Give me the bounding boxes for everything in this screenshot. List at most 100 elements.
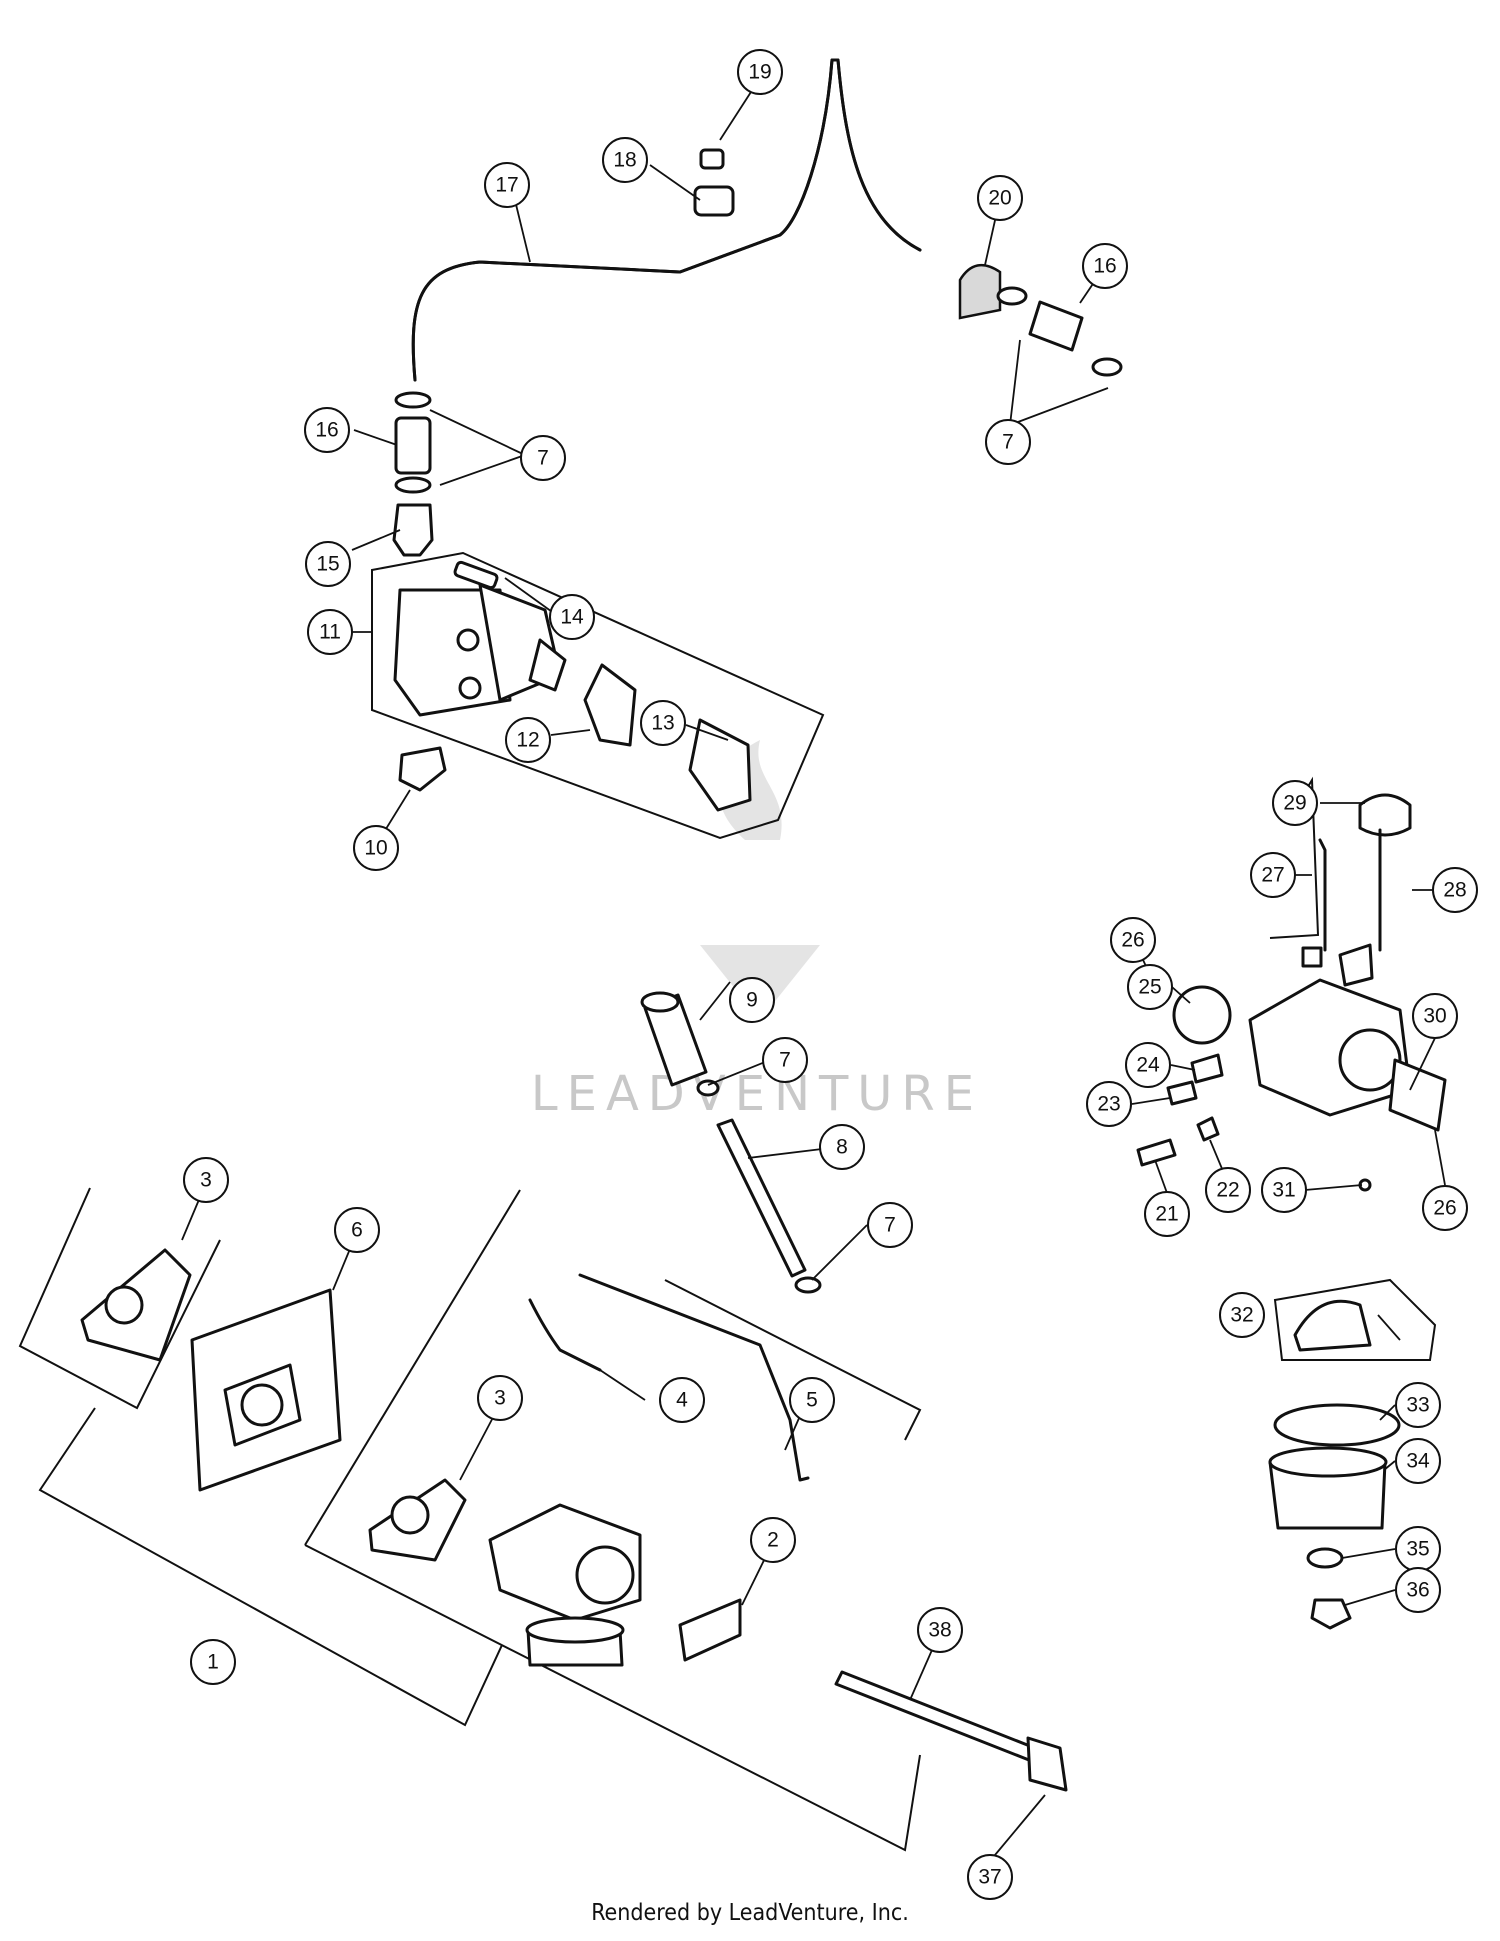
svg-text:26: 26: [1433, 1197, 1456, 1220]
callout-7: 7: [867, 1202, 913, 1248]
callout-38: 38: [917, 1607, 963, 1653]
svg-text:25: 25: [1138, 976, 1161, 999]
callout-37: 37: [967, 1854, 1013, 1900]
callout-1: 1: [190, 1639, 236, 1685]
watermark-text: LEADVENTURE: [531, 1066, 983, 1122]
callout-16: 16: [1082, 243, 1128, 289]
callout-32: 32: [1219, 1292, 1265, 1338]
svg-text:5: 5: [806, 1389, 818, 1412]
callout-17: 17: [484, 162, 530, 208]
callout-36: 36: [1395, 1567, 1441, 1613]
svg-text:18: 18: [613, 149, 636, 172]
callout-12: 12: [505, 717, 551, 763]
callout-7: 7: [985, 419, 1031, 465]
gaskets-and-spacer: [80, 1248, 467, 1562]
callout-29: 29: [1272, 780, 1318, 826]
fuel-pump-assembly: [371, 551, 825, 840]
svg-text:35: 35: [1406, 1538, 1429, 1561]
svg-text:26: 26: [1121, 929, 1144, 952]
callout-3: 3: [477, 1375, 523, 1421]
svg-text:9: 9: [746, 989, 758, 1012]
svg-text:22: 22: [1216, 1179, 1239, 1202]
svg-text:14: 14: [560, 606, 584, 629]
svg-text:6: 6: [351, 1219, 363, 1242]
svg-text:12: 12: [516, 729, 539, 752]
svg-text:33: 33: [1406, 1394, 1429, 1417]
svg-text:37: 37: [978, 1866, 1001, 1889]
svg-text:21: 21: [1155, 1203, 1178, 1226]
svg-text:38: 38: [928, 1619, 951, 1642]
callout-25: 25: [1127, 964, 1173, 1010]
callout-35: 35: [1395, 1526, 1441, 1572]
callout-21: 21: [1144, 1191, 1190, 1237]
svg-text:16: 16: [1093, 255, 1116, 278]
render-credit: Rendered by LeadVenture, Inc.: [591, 1900, 909, 1926]
svg-text:10: 10: [364, 837, 387, 860]
svg-text:28: 28: [1443, 879, 1466, 902]
svg-text:27: 27: [1261, 864, 1284, 887]
callout-8: 8: [819, 1124, 865, 1170]
callout-5: 5: [789, 1377, 835, 1423]
svg-text:8: 8: [836, 1136, 848, 1159]
svg-text:29: 29: [1283, 792, 1306, 815]
callout-7: 7: [762, 1037, 808, 1083]
svg-text:31: 31: [1272, 1179, 1295, 1202]
callout-33: 33: [1395, 1382, 1441, 1428]
callout-11: 11: [307, 609, 353, 655]
callout-3: 3: [183, 1157, 229, 1203]
callout-23: 23: [1086, 1081, 1132, 1127]
svg-text:32: 32: [1230, 1304, 1253, 1327]
callout-22: 22: [1205, 1167, 1251, 1213]
callout-26: 26: [1422, 1185, 1468, 1231]
callout-27: 27: [1250, 852, 1296, 898]
carburetor-exploded-right: [1136, 776, 1447, 1192]
svg-text:2: 2: [767, 1529, 779, 1552]
fuel-line-assembly: [392, 58, 1123, 557]
callout-9: 9: [729, 977, 775, 1023]
callout-14: 14: [549, 594, 595, 640]
svg-text:34: 34: [1406, 1450, 1430, 1473]
callout-10: 10: [353, 825, 399, 871]
svg-text:23: 23: [1097, 1093, 1120, 1116]
callout-19: 19: [737, 49, 783, 95]
svg-text:36: 36: [1406, 1579, 1429, 1602]
svg-text:11: 11: [319, 621, 341, 644]
svg-text:17: 17: [495, 174, 518, 197]
callout-20: 20: [977, 175, 1023, 221]
svg-text:24: 24: [1136, 1054, 1160, 1077]
mounting-bolt: [834, 1670, 1068, 1792]
svg-text:7: 7: [779, 1049, 791, 1072]
float-bowl-group: [1268, 1278, 1437, 1630]
fuel-filter-assembly: [640, 991, 822, 1294]
carburetor-kit-outline: [18, 1187, 922, 1852]
svg-text:20: 20: [988, 187, 1011, 210]
svg-text:19: 19: [748, 61, 771, 84]
callout-4: 4: [659, 1377, 705, 1423]
svg-text:1: 1: [207, 1651, 219, 1674]
callout-34: 34: [1395, 1438, 1441, 1484]
leader-lines: [181, 77, 1446, 1856]
callout-26: 26: [1110, 917, 1156, 963]
callout-13: 13: [640, 700, 686, 746]
carburetor-body: [488, 1273, 810, 1667]
svg-text:15: 15: [316, 553, 339, 576]
svg-text:16: 16: [315, 419, 338, 442]
svg-text:4: 4: [676, 1389, 688, 1412]
svg-text:3: 3: [494, 1387, 506, 1410]
svg-text:7: 7: [884, 1214, 896, 1237]
callout-31: 31: [1261, 1167, 1307, 1213]
callout-15: 15: [305, 541, 351, 587]
callout-24: 24: [1125, 1042, 1171, 1088]
leadventure-watermark: LEADVENTURE: [531, 740, 983, 1122]
callout-28: 28: [1432, 867, 1478, 913]
svg-text:7: 7: [1002, 431, 1014, 454]
svg-text:30: 30: [1423, 1005, 1446, 1028]
svg-text:7: 7: [537, 447, 549, 470]
callout-6: 6: [334, 1207, 380, 1253]
callout-7: 7: [520, 435, 566, 481]
callout-30: 30: [1412, 993, 1458, 1039]
svg-text:13: 13: [651, 712, 674, 735]
callout-16: 16: [304, 407, 350, 453]
callout-18: 18: [602, 137, 648, 183]
